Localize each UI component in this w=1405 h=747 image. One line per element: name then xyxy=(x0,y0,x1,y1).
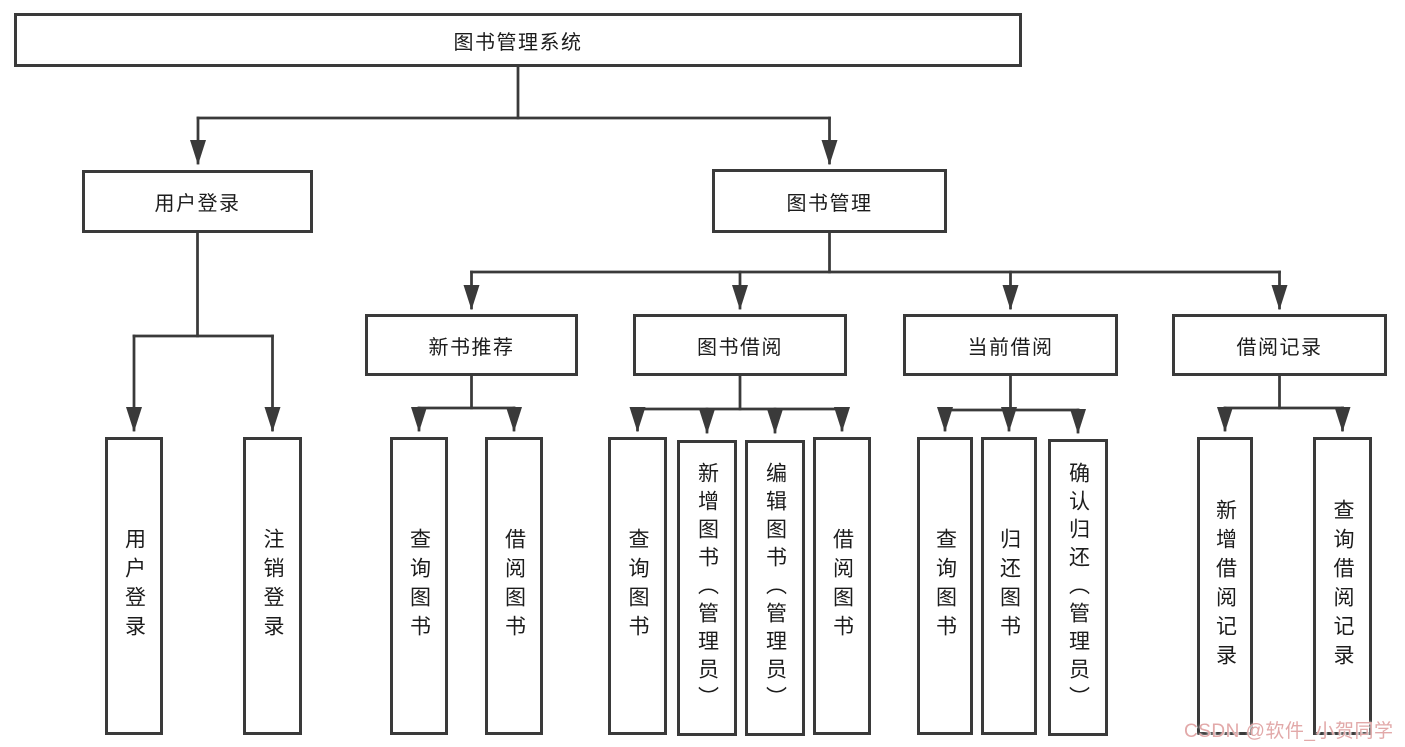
node-new-book-recommendation-label: 新书推荐 xyxy=(428,336,515,359)
leaf-bb-query-books: 查询图书 xyxy=(608,437,667,735)
leaf-cb-return-books: 归还图书 xyxy=(981,437,1037,735)
node-root-label: 图书管理系统 xyxy=(453,31,583,54)
leaf-bb-query-books-label: 查询图书 xyxy=(626,528,650,644)
leaf-bb-borrow-books-label: 借阅图书 xyxy=(830,528,854,644)
leaf-br-query-record: 查询借阅记录 xyxy=(1313,437,1372,735)
leaf-cb-confirm-return-admin-label: 确认归还（管理员） xyxy=(1066,461,1090,714)
leaf-logout-login-label: 注销登录 xyxy=(261,528,285,644)
leaf-cb-query-books-label: 查询图书 xyxy=(933,528,957,644)
leaf-bb-add-books-admin-label: 新增图书（管理员） xyxy=(695,462,719,714)
leaf-nbr-borrow-books-label: 借阅图书 xyxy=(502,528,526,644)
leaf-br-add-record-label: 新增借阅记录 xyxy=(1213,499,1237,673)
leaf-logout-login: 注销登录 xyxy=(243,437,302,735)
node-book-management-label: 图书管理 xyxy=(786,192,873,215)
csdn-watermark: CSDN @软件_小贺同学 xyxy=(1184,721,1394,742)
leaf-bb-edit-books-admin: 编辑图书（管理员） xyxy=(745,440,805,736)
leaf-nbr-borrow-books: 借阅图书 xyxy=(485,437,543,735)
leaf-user-login-label: 用户登录 xyxy=(122,528,146,644)
leaf-bb-borrow-books: 借阅图书 xyxy=(813,437,871,735)
leaf-cb-query-books: 查询图书 xyxy=(917,437,973,735)
node-borrowing-records: 借阅记录 xyxy=(1172,314,1387,376)
node-new-book-recommendation: 新书推荐 xyxy=(365,314,578,376)
node-current-borrowing: 当前借阅 xyxy=(903,314,1118,376)
node-book-borrowing-label: 图书借阅 xyxy=(697,336,783,359)
node-root: 图书管理系统 xyxy=(14,13,1022,67)
leaf-br-query-record-label: 查询借阅记录 xyxy=(1331,499,1355,673)
leaf-nbr-query-books: 查询图书 xyxy=(390,437,448,735)
node-user-login: 用户登录 xyxy=(82,170,313,233)
node-current-borrowing-label: 当前借阅 xyxy=(967,336,1054,359)
node-borrowing-records-label: 借阅记录 xyxy=(1236,336,1323,359)
node-book-management: 图书管理 xyxy=(712,169,947,233)
leaf-cb-return-books-label: 归还图书 xyxy=(997,528,1021,644)
node-user-login-label: 用户登录 xyxy=(154,193,241,215)
leaf-bb-edit-books-admin-label: 编辑图书（管理员） xyxy=(763,462,787,714)
leaf-nbr-query-books-label: 查询图书 xyxy=(407,528,431,644)
leaf-cb-confirm-return-admin: 确认归还（管理员） xyxy=(1048,439,1108,736)
leaf-br-add-record: 新增借阅记录 xyxy=(1197,437,1253,735)
leaf-user-login: 用户登录 xyxy=(105,437,163,735)
node-book-borrowing: 图书借阅 xyxy=(633,314,847,376)
leaf-bb-add-books-admin: 新增图书（管理员） xyxy=(677,440,737,736)
